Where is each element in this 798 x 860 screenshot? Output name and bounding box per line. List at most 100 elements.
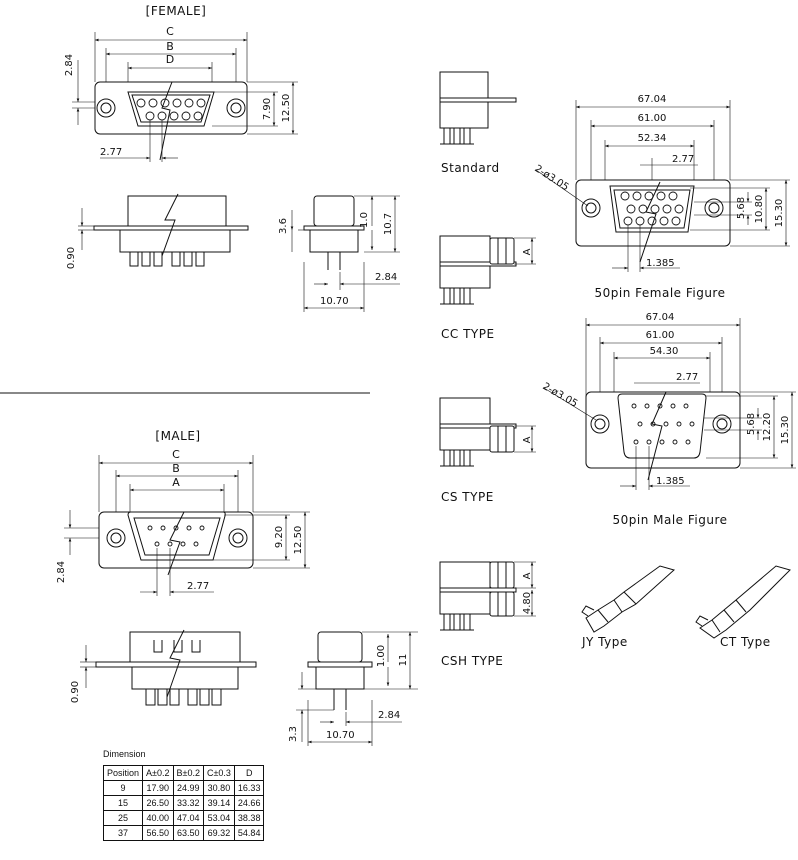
type-cc-label: CC TYPE: [441, 327, 495, 341]
dimension-cell: 69.32: [202, 825, 235, 841]
hd-male-dim-5-68: 5.68: [746, 413, 757, 435]
male-dim-1-00: 1.00: [376, 645, 387, 667]
type-standard: Standard: [439, 71, 517, 175]
dimension-cell: 39.14: [202, 795, 235, 811]
dimension-cell: 38.38: [233, 810, 265, 826]
hd-male-pins: [631, 403, 695, 445]
female-side-view: 0.90: [66, 193, 249, 269]
type-cs: A CS TYPE: [439, 397, 536, 504]
type-csh-dim-4-80: 4.80: [522, 592, 533, 614]
dimension-cell: 17.90: [142, 780, 174, 796]
hd-female-dim-15-30: 15.30: [774, 199, 785, 228]
dimension-cell: 15: [102, 795, 144, 811]
dimension-cell: 30.80: [202, 780, 235, 796]
type-cc-dim-a: A: [522, 248, 533, 255]
male-dim-9-20: 9.20: [274, 526, 285, 548]
hd-female-dim-67-04: 67.04: [638, 94, 667, 105]
hd-male-dim-54-30: 54.30: [650, 346, 679, 357]
type-cc: A CC TYPE: [439, 235, 536, 341]
dimension-cell: 40.00: [142, 810, 174, 826]
male-dim-2-84: 2.84: [56, 561, 67, 583]
dimension-header-cell: C±0.3: [202, 765, 235, 781]
dimension-header-cell: Position: [102, 765, 144, 781]
female-dim-2-84b: 2.84: [375, 272, 397, 283]
male-dim-3-3: 3.3: [288, 726, 299, 742]
male-side-view: 0.90: [70, 629, 257, 706]
type-csh: A 4.80 CSH TYPE: [439, 561, 536, 668]
male-dim-2-77: 2.77: [187, 581, 209, 592]
contact-jy-label: JY Type: [581, 635, 628, 649]
dimension-cell: 16.33: [233, 780, 265, 796]
female-dim-2-84: 2.84: [64, 54, 75, 76]
female-dim-b: B: [166, 40, 174, 53]
female-dim-12-50: 12.50: [281, 94, 292, 123]
male-dim-12-50: 12.50: [293, 526, 304, 555]
hd-female-dim-52-34: 52.34: [638, 133, 667, 144]
dimension-cell: 53.04: [202, 810, 235, 826]
dimension-cell: 24.66: [233, 795, 265, 811]
hd-female-pins: [620, 191, 684, 226]
dimension-header-cell: B±0.2: [172, 765, 204, 781]
hd-male-dim-12-20: 12.20: [762, 413, 773, 442]
male-dim-10-70: 10.70: [326, 730, 355, 741]
hd-male-dim-61-00: 61.00: [646, 330, 675, 341]
dimension-cell: 37: [102, 825, 144, 841]
female-dim-0-90: 0.90: [66, 247, 77, 269]
hd-male-dim-hole: 2-ø3.05: [541, 381, 580, 410]
dimension-cell: 56.50: [142, 825, 174, 841]
type-csh-label: CSH TYPE: [441, 654, 503, 668]
hd-female-dim-61-00: 61.00: [638, 113, 667, 124]
type-csh-dim-a: A: [522, 572, 533, 579]
contact-ct-label: CT Type: [720, 635, 771, 649]
female-dim-10-7: 10.7: [383, 213, 394, 235]
contact-ct: CT Type: [695, 565, 791, 649]
hd-female-figure: 67.04 61.00 52.34 2.77 2-ø3.05 5.68 10.8…: [532, 94, 790, 300]
male-dim-b: B: [172, 462, 180, 475]
dimension-cell: 9: [102, 780, 144, 796]
female-dim-2-77: 2.77: [100, 147, 122, 158]
hd-male-figure: 67.04 61.00 54.30 2.77 2-ø3.05 5.68 12.2…: [541, 312, 796, 527]
male-dim-11: 11: [398, 654, 409, 667]
hd-female-dim-1-385: 1.385: [646, 258, 675, 269]
female-dim-3-6: 3.6: [278, 218, 289, 234]
female-dim-d: D: [166, 53, 174, 66]
female-dim-1-0: 1.0: [359, 212, 370, 228]
female-title: [FEMALE]: [146, 4, 207, 18]
type-standard-label: Standard: [441, 161, 500, 175]
dimension-cell: 33.32: [172, 795, 204, 811]
female-end-view: 3.6 1.0 10.7 2.84 10.70: [278, 195, 400, 312]
type-cs-label: CS TYPE: [441, 490, 494, 504]
male-front-view: [MALE] C B A 2.84 9.20 12.50 2.77: [56, 429, 310, 596]
dimension-header-cell: D: [233, 765, 265, 781]
hd-male-dim-15-30: 15.30: [780, 416, 791, 445]
dimension-cell: 54.84: [233, 825, 265, 841]
dimension-cell: 24.99: [172, 780, 204, 796]
hd-male-dim-2-77: 2.77: [676, 372, 698, 383]
male-dim-c: C: [172, 448, 180, 461]
male-end-view: 1.00 11 3.3 2.84 10.70: [288, 631, 418, 746]
hd-male-dim-67-04: 67.04: [646, 312, 675, 323]
hd-female-dim-2-77: 2.77: [672, 154, 694, 165]
hd-female-dim-hole: 2-ø3.05: [532, 163, 570, 193]
hd-male-dim-1-385: 1.385: [656, 476, 685, 487]
male-dim-2-84b: 2.84: [378, 710, 400, 721]
male-title: [MALE]: [155, 429, 200, 443]
female-dim-c: C: [166, 25, 174, 38]
dimension-cell: 25: [102, 810, 144, 826]
dimension-cell: 47.04: [172, 810, 204, 826]
hd-female-dim-5-68: 5.68: [736, 197, 747, 219]
dimension-table-caption: Dimension: [103, 749, 146, 759]
male-dim-a: A: [172, 476, 180, 489]
dimension-cell: 63.50: [172, 825, 204, 841]
female-dim-10-70: 10.70: [320, 296, 349, 307]
female-front-view: [FEMALE] C B D 2.84 7.90 12: [64, 4, 298, 162]
hd-male-caption: 50pin Male Figure: [612, 513, 727, 527]
hd-female-dim-10-80: 10.80: [754, 195, 765, 224]
male-dim-0-90: 0.90: [70, 681, 81, 703]
